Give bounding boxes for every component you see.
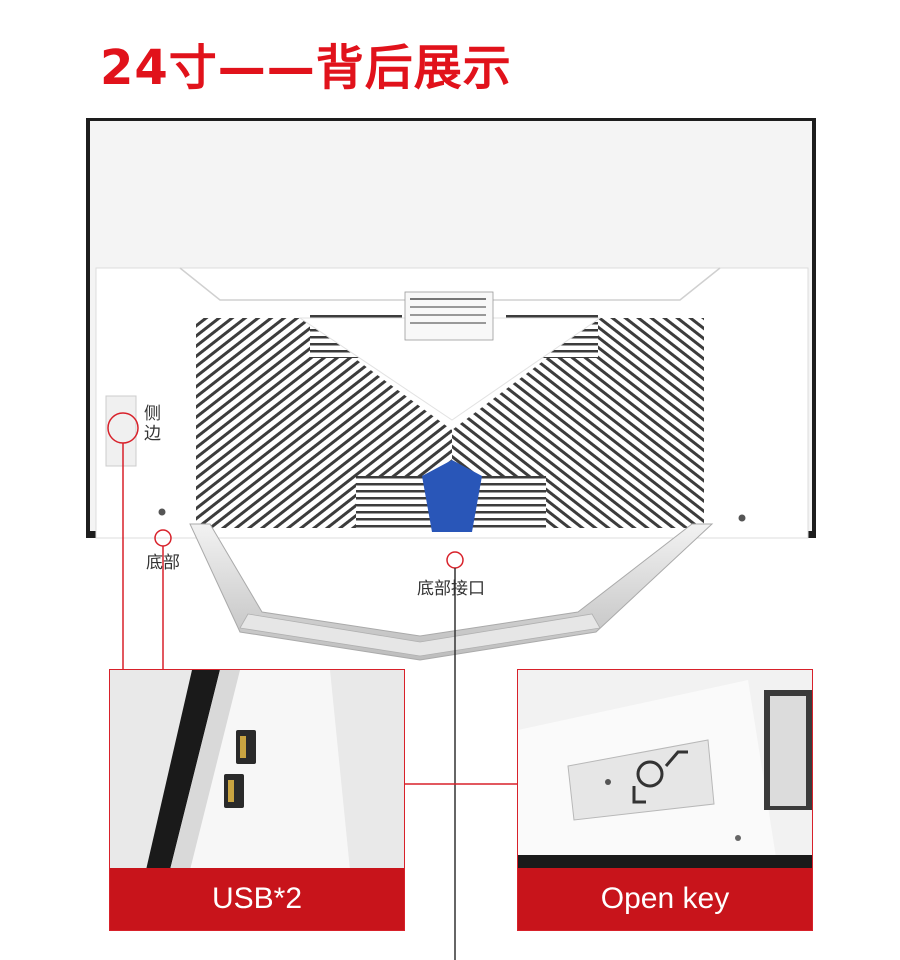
usb-port-icon <box>224 774 244 808</box>
usb-label-bar: USB*2 <box>110 868 404 930</box>
usb-closeup-photo <box>110 670 404 870</box>
bottom-callout-label: 底部 <box>146 553 180 573</box>
open-key-closeup-photo <box>518 670 812 870</box>
power-key-icon <box>632 750 688 804</box>
page-title: 24寸——背后展示 <box>100 40 512 96</box>
usb-detail-panel: USB*2 <box>109 669 405 931</box>
open-key-label-bar: Open key <box>518 868 812 930</box>
open-key-detail-panel: Open key <box>517 669 813 931</box>
side-callout-label: 侧边 <box>144 404 161 444</box>
usb-port-icon <box>236 730 256 764</box>
bottom-port-callout-label: 底部接口 <box>417 579 485 599</box>
